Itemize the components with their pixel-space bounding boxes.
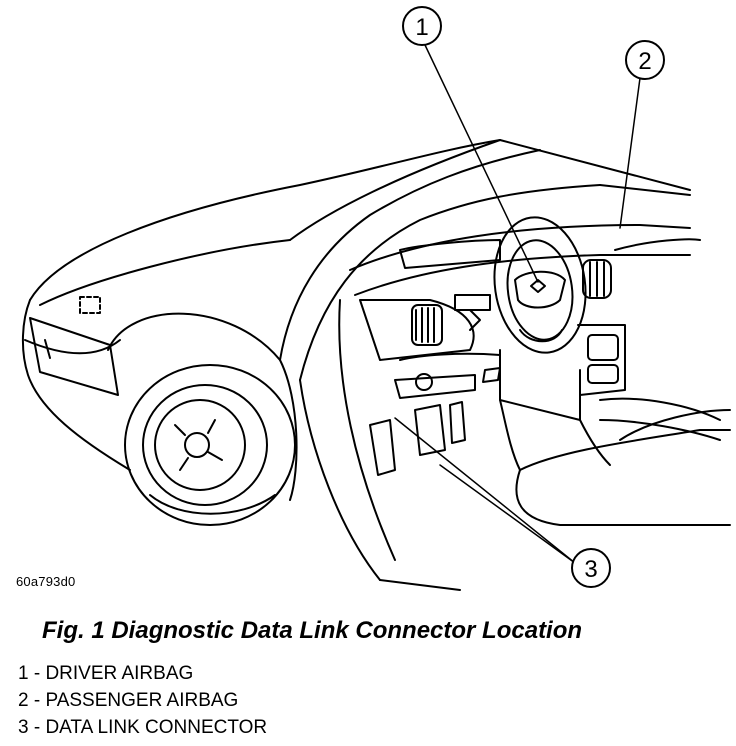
callout-3-number: 3 xyxy=(584,556,597,583)
callout-2-number: 2 xyxy=(638,48,651,75)
leader-lines xyxy=(394,44,641,564)
door-opening xyxy=(299,299,461,591)
windshield-frame xyxy=(279,139,691,381)
front-wheel xyxy=(107,312,298,526)
lower-dash xyxy=(394,352,501,399)
callout-1-number: 1 xyxy=(415,14,428,41)
figure-reference-code: 60a793d0 xyxy=(16,574,76,589)
figure-caption: Fig. 1 Diagnostic Data Link Connector Lo… xyxy=(42,617,583,644)
pedals xyxy=(369,401,466,476)
legend-list: 1 - DRIVER AIRBAG 2 - PASSENGER AIRBAG 3… xyxy=(18,660,267,741)
dashboard xyxy=(349,224,701,361)
callout-3: 3 xyxy=(571,548,611,588)
legend-item-passenger-airbag: 2 - PASSENGER AIRBAG xyxy=(18,690,239,711)
car-interior-illustration: 1 2 3 xyxy=(21,6,731,591)
legend-item-driver-airbag: 1 - DRIVER AIRBAG xyxy=(18,663,194,684)
callout-1: 1 xyxy=(402,6,442,46)
hood-emblem xyxy=(79,296,101,314)
steering-wheel xyxy=(493,216,587,354)
center-console xyxy=(499,324,721,471)
legend-item-data-link-connector: 3 - DATA LINK CONNECTOR xyxy=(18,717,268,738)
airbag-emblem xyxy=(530,279,546,293)
callout-2: 2 xyxy=(625,40,665,80)
car-body-outline xyxy=(21,139,501,471)
seat xyxy=(515,409,731,526)
